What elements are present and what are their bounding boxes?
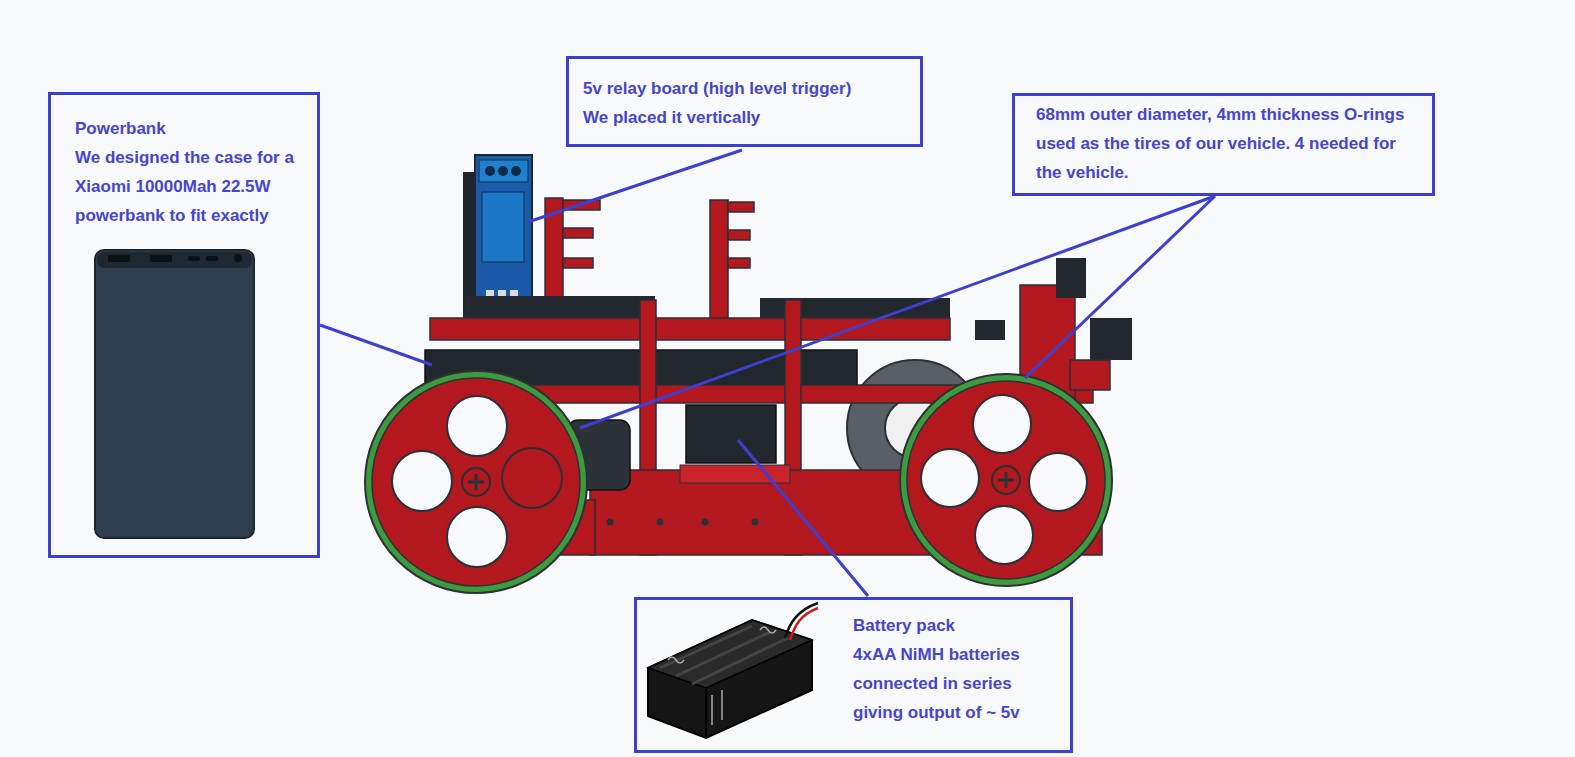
- callout-heading: Powerbank: [75, 114, 311, 143]
- wheel: [447, 396, 507, 456]
- wheel: [365, 371, 587, 593]
- callout-text: We designed the case for a Xiaomi 10000M…: [75, 143, 311, 230]
- vehicle-body: [752, 519, 759, 526]
- leader-line: [1025, 196, 1215, 378]
- wheel: [502, 448, 562, 508]
- wheel: [468, 474, 484, 490]
- powerbank-picture: [97, 252, 252, 268]
- powerbank-picture: [95, 250, 254, 538]
- powerbank-picture: [150, 255, 172, 262]
- vehicle-body: [728, 258, 750, 268]
- callout-heading: Battery pack: [853, 611, 1064, 640]
- callout-heading: 5v relay board (high level trigger): [583, 74, 908, 103]
- powerbank-picture: [95, 250, 254, 538]
- vehicle-body: [607, 519, 614, 526]
- battery-holder-picture: [712, 690, 722, 725]
- vehicle-body: [702, 519, 709, 526]
- wheel: [447, 507, 507, 567]
- vehicle-body: [1056, 258, 1086, 298]
- wheel: [365, 371, 587, 593]
- callout-box: Battery pack4xAA NiMH batteries connecte…: [634, 597, 1073, 753]
- wheel: [392, 451, 452, 511]
- callout-box: PowerbankWe designed the case for a Xiao…: [48, 92, 320, 558]
- vehicle-body: [1070, 360, 1110, 390]
- wheel: [900, 374, 1112, 586]
- vehicle-body: [482, 192, 524, 262]
- battery-holder-picture: [660, 626, 788, 684]
- vehicle-body: [511, 166, 521, 176]
- battery-holder-picture: [760, 627, 776, 633]
- vehicle-body: [657, 519, 664, 526]
- battery-holder-picture: [648, 620, 812, 738]
- wheel: [921, 449, 979, 507]
- battery-holder-picture: [668, 657, 684, 663]
- callout-box: 5v relay board (high level trigger)We pl…: [566, 56, 923, 147]
- vehicle-body: [728, 202, 754, 212]
- wheel: [998, 472, 1014, 488]
- powerbank-picture: [188, 256, 200, 261]
- battery-holder-picture: [668, 627, 776, 725]
- battery-holder-picture: [790, 608, 818, 640]
- powerbank-picture: [108, 255, 130, 262]
- vehicle-body: [563, 228, 593, 238]
- callout-box: 68mm outer diameter, 4mm thickness O-rin…: [1012, 93, 1435, 196]
- wheel: [992, 466, 1020, 494]
- wheel: [907, 381, 1105, 579]
- callout-text: 4xAA NiMH batteries connected in series …: [853, 640, 1064, 727]
- vehicle-body: [710, 200, 728, 330]
- callout-text: We placed it vertically: [583, 103, 908, 132]
- vehicle-body: [728, 230, 750, 240]
- wheel: [462, 468, 490, 496]
- vehicle-body: [563, 258, 593, 268]
- vehicle-body: [686, 405, 776, 463]
- leader-line: [580, 196, 1215, 428]
- vehicle-body: [975, 320, 1005, 340]
- leader-line: [738, 440, 868, 596]
- leader-line: [320, 325, 432, 365]
- vehicle-body: [465, 296, 655, 318]
- callout-heading: 68mm outer diameter, 4mm thickness O-rin…: [1036, 100, 1424, 187]
- leader-line: [528, 150, 742, 222]
- wheel: [975, 506, 1033, 564]
- powerbank-picture: [206, 256, 218, 261]
- wheel: [900, 374, 1112, 586]
- wheel: [973, 395, 1031, 453]
- battery-holder-picture: [648, 603, 818, 738]
- powerbank-picture: [234, 254, 242, 262]
- wheel: [1029, 453, 1087, 511]
- battery-holder-picture: [705, 688, 707, 738]
- leader-line: [320, 150, 1215, 596]
- wheel: [372, 378, 580, 586]
- vehicle-body: [1090, 318, 1132, 360]
- vehicle-body: [479, 160, 528, 182]
- vehicle-body: [498, 166, 508, 176]
- battery-holder-picture: [785, 603, 818, 638]
- vehicle-body: [485, 166, 495, 176]
